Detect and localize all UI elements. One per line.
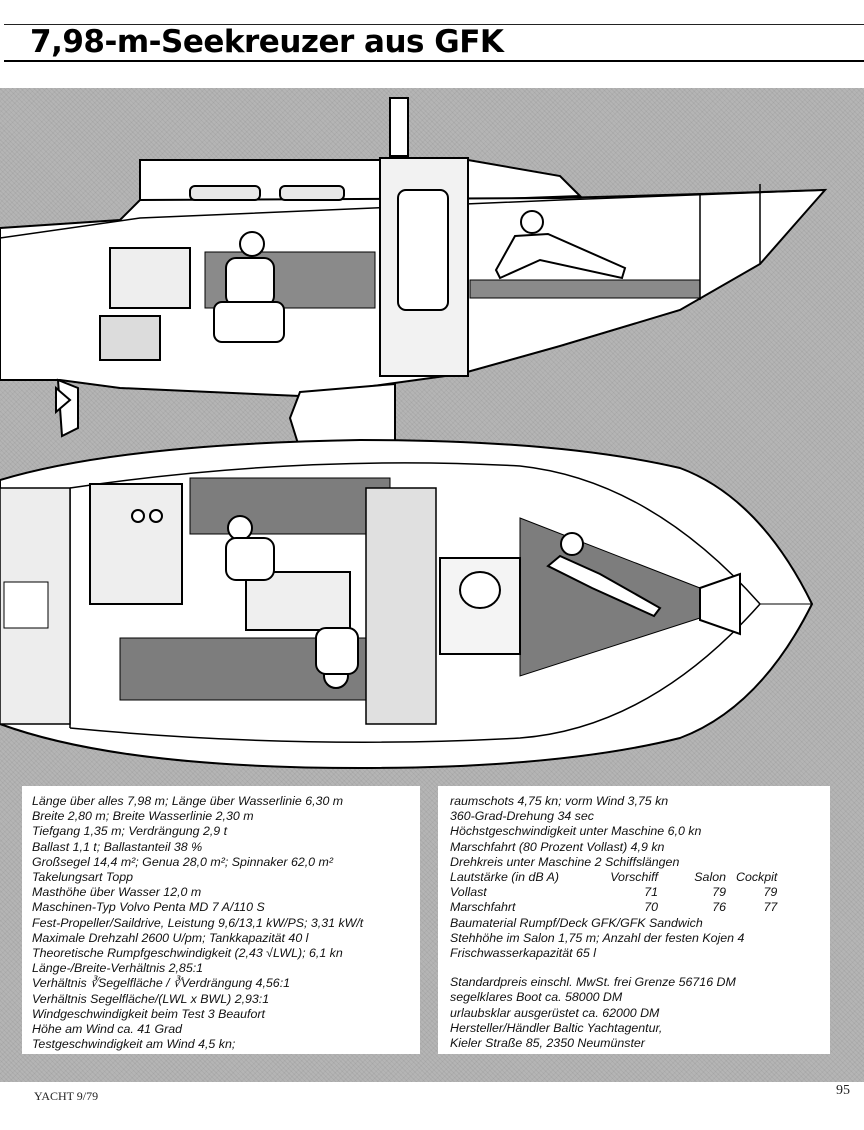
spec-line: Höhe am Wind ca. 41 Grad xyxy=(32,1022,183,1037)
table-row: Marschfahrt 70 76 77 xyxy=(450,900,777,915)
spec-line: Maximale Drehzahl 2600 U/pm; Tankkapazit… xyxy=(32,930,309,945)
table-cell: Vollast xyxy=(450,885,487,900)
spec-line: Maschinen-Typ Volvo Penta MD 7 A/110 S xyxy=(32,900,265,915)
price-line: segelklares Boot ca. 58000 DM xyxy=(450,990,623,1005)
spec-line: Verhältnis Segelfläche/(LWL x BWL) 2,93:… xyxy=(32,991,270,1006)
spec-line: Frischwasserkapazität 65 l xyxy=(450,946,596,961)
spec-line: Windgeschwindigkeit beim Test 3 Beaufort xyxy=(32,1006,265,1021)
spec-line: Fest-Propeller/Saildrive, Leistung 9,6/1… xyxy=(32,915,364,930)
table-header-cell: Vorschiff xyxy=(610,870,658,885)
noise-level-table: Lautstärke (in dB A) Vorschiff Salon Coc… xyxy=(450,870,777,916)
mast-stub xyxy=(389,97,409,157)
spacer xyxy=(450,961,830,975)
side-cutaway xyxy=(0,97,828,452)
table-cell: 76 xyxy=(712,900,726,915)
spec-line: Länge über alles 7,98 m; Länge über Wass… xyxy=(32,794,344,808)
spec-line: Theoretische Rumpfgeschwindigkeit (2,43 … xyxy=(32,946,343,961)
spec-line: raumschots 4,75 kn; vorm Wind 3,75 kn xyxy=(450,794,669,808)
page-number: 95 xyxy=(836,1083,850,1098)
spec-line: Drehkreis unter Maschine 2 Schiffslängen xyxy=(450,854,680,869)
yacht-cutaway-drawing xyxy=(0,97,828,770)
table-cell: 77 xyxy=(763,900,778,915)
spec-line: Großsegel 14,4 m²; Genua 28,0 m²; Spinna… xyxy=(32,854,333,869)
top-rule xyxy=(4,24,864,25)
spec-line: 360-Grad-Drehung 34 sec xyxy=(450,809,594,824)
headline-rule xyxy=(4,60,864,62)
spec-line: Baumaterial Rumpf/Deck GFK/GFK Sandwich xyxy=(450,915,703,930)
table-header-cell: Cockpit xyxy=(736,870,778,885)
spec-line: Tiefgang 1,35 m; Verdrängung 2,9 t xyxy=(32,824,228,839)
table-row: Vollast 71 79 79 xyxy=(450,885,777,900)
specs-box-right: raumschots 4,75 kn; vorm Wind 3,75 kn 36… xyxy=(438,786,830,1054)
table-header-row: Lautstärke (in dB A) Vorschiff Salon Coc… xyxy=(450,870,777,885)
price-line: Standardpreis einschl. MwSt. frei Grenze… xyxy=(450,975,736,990)
article-headline: 7,98-m-Seekreuzer aus GFK xyxy=(30,24,504,60)
manufacturer-line: Hersteller/Händler Baltic Yachtagentur, xyxy=(450,1020,663,1035)
address-line: Kieler Straße 85, 2350 Neumünster xyxy=(450,1036,645,1051)
table-header-cell: Salon xyxy=(694,870,726,885)
price-line: urlaubsklar ausgerüstet ca. 62000 DM xyxy=(450,1005,660,1020)
table-cell: 71 xyxy=(644,885,658,900)
spec-line: Breite 2,80 m; Breite Wasserlinie 2,30 m xyxy=(32,809,254,824)
spec-line: Verhältnis ∛Segelfläche / ∛Verdrängung 4… xyxy=(32,976,291,991)
spec-line: Testgeschwindigkeit am Wind 4,5 kn; xyxy=(32,1037,236,1052)
magazine-issue: YACHT 9/79 xyxy=(34,1089,99,1103)
table-header-cell: Lautstärke (in dB A) xyxy=(450,870,560,885)
table-cell: Marschfahrt xyxy=(450,900,516,915)
spec-line: Marschfahrt (80 Prozent Vollast) 4,9 kn xyxy=(450,839,665,854)
spec-line: Stehhöhe im Salon 1,75 m; Anzahl der fes… xyxy=(450,930,745,945)
specs-box-left: Länge über alles 7,98 m; Länge über Wass… xyxy=(22,786,420,1054)
table-cell: 79 xyxy=(712,885,726,900)
table-cell: 70 xyxy=(644,900,658,915)
spec-line: Takelungsart Topp xyxy=(32,870,134,885)
table-cell: 79 xyxy=(763,885,778,900)
spec-line: Masthöhe über Wasser 12,0 m xyxy=(32,885,202,900)
spec-line: Länge-/Breite-Verhältnis 2,85:1 xyxy=(32,961,204,976)
spec-line: Höchstgeschwindigkeit unter Maschine 6,0… xyxy=(450,824,702,839)
spec-line: Ballast 1,1 t; Ballastanteil 38 % xyxy=(32,839,203,854)
plan-view xyxy=(0,438,814,770)
